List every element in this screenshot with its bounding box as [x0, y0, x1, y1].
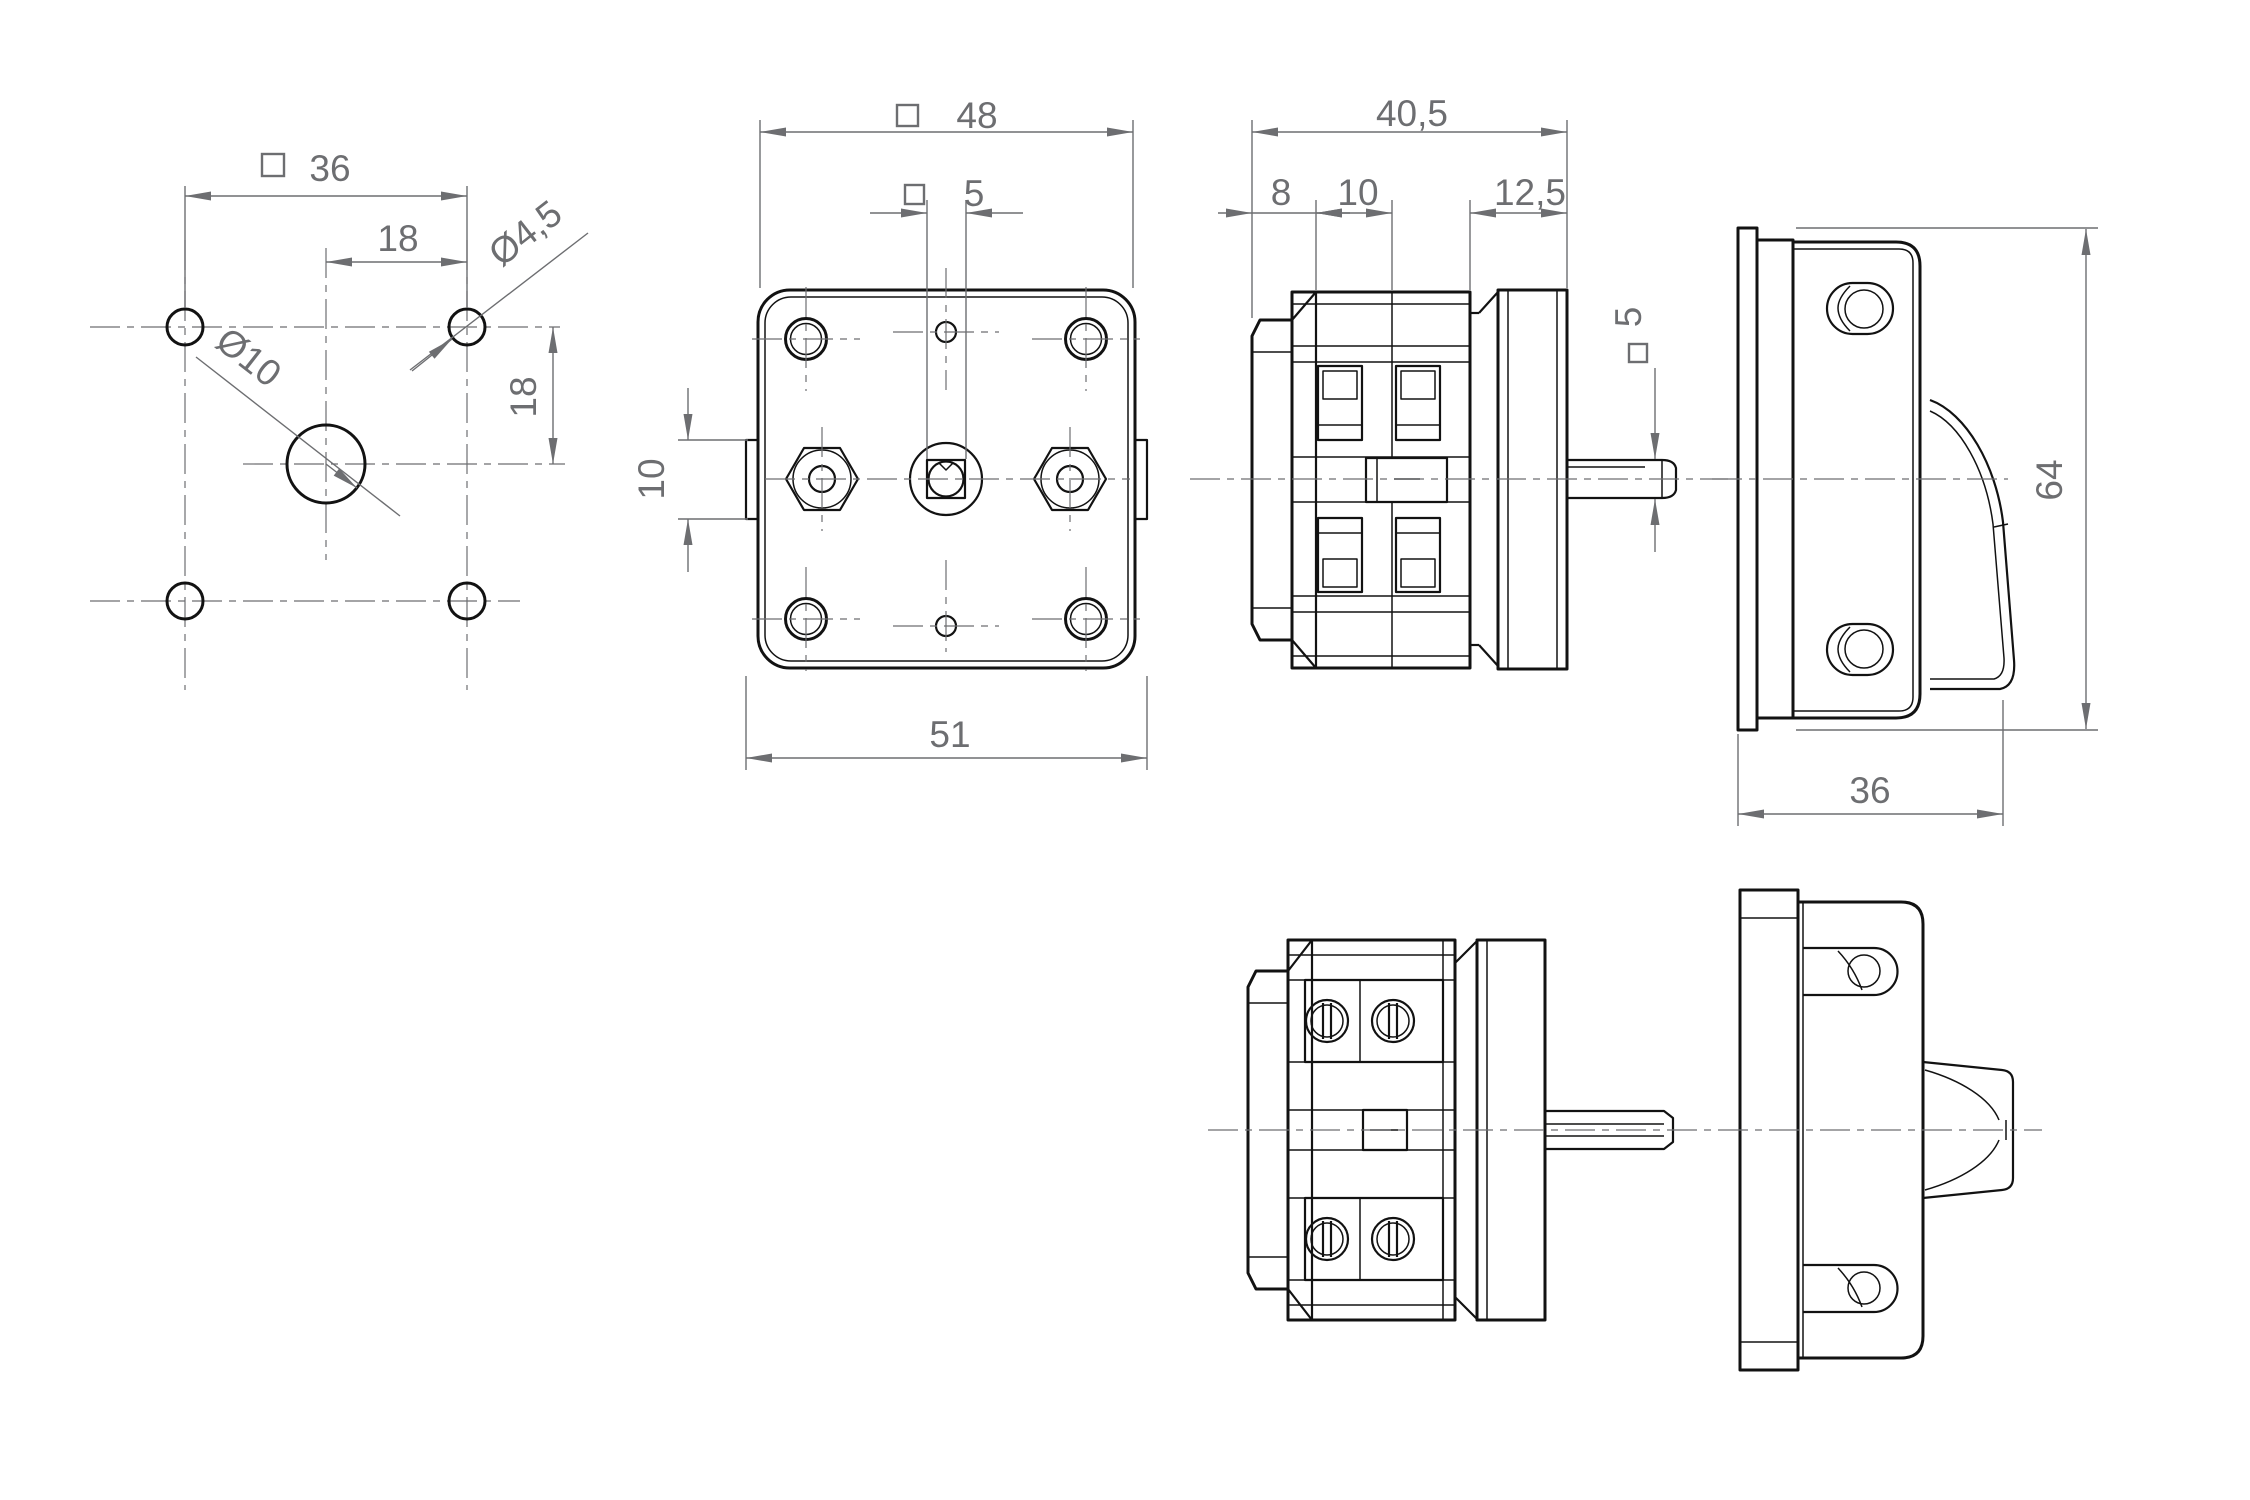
leader-center-hole-dia: Ø10	[195, 319, 401, 517]
panel-slot-top	[1825, 281, 1895, 336]
dim-square-36: 36	[184, 148, 468, 308]
side-housing-bands	[1292, 303, 1470, 657]
square-symbol	[903, 183, 926, 206]
square-symbol	[1627, 342, 1649, 364]
dim-51: 51	[745, 676, 1148, 770]
svg-text:10: 10	[1337, 172, 1378, 213]
dim-18-horizontal: 18	[326, 218, 467, 267]
dim-40-5: 40,5	[1251, 93, 1568, 318]
side-rear-cap	[1250, 318, 1294, 642]
svg-text:64: 64	[2029, 459, 2070, 500]
dim-36: 36	[1737, 700, 2004, 826]
svg-text:18: 18	[377, 218, 418, 259]
svg-text:5: 5	[964, 173, 985, 214]
handle-lever	[1929, 398, 2016, 691]
panel-body-inner-edge	[1793, 248, 1914, 712]
svg-text:48: 48	[956, 95, 997, 136]
view-drill-plan: 36 18 18 Ø4,5 Ø10	[90, 148, 589, 690]
svg-text:36: 36	[309, 148, 350, 189]
corner-hole	[165, 307, 205, 347]
dim-tab-10: 10	[631, 388, 748, 572]
assembly-slot-top	[1803, 946, 1899, 997]
corner-hole	[447, 307, 487, 347]
svg-text:Ø4,5: Ø4,5	[481, 192, 569, 274]
view-side: 40,5 8 10 12,5 5	[1190, 93, 1728, 671]
dim-square-5: 5	[870, 173, 1023, 459]
side-housing	[1290, 290, 1472, 670]
svg-text:Ø10: Ø10	[209, 319, 289, 394]
assembly-slot-bottom	[1803, 1263, 1899, 1314]
corner-hole	[165, 581, 205, 621]
svg-text:51: 51	[929, 714, 970, 755]
svg-text:40,5: 40,5	[1376, 93, 1448, 134]
dim-12-5: 12,5	[1469, 172, 1567, 290]
dim-18-vertical: 18	[503, 327, 558, 464]
corner-hole	[447, 581, 487, 621]
dim-shaft-square-5: 5	[1608, 307, 1660, 552]
panel-body	[1793, 240, 1922, 720]
view-front: 48 5 10 51	[631, 95, 1149, 770]
front-corner-holes	[752, 287, 1140, 671]
center-hole	[285, 423, 367, 505]
square-symbol	[260, 152, 286, 178]
front-left-tab	[744, 438, 760, 521]
svg-text:5: 5	[1608, 307, 1649, 328]
panel-slot-bottom	[1825, 622, 1895, 677]
view-panel-handle: 64 36	[1712, 226, 2098, 826]
square-symbol	[895, 103, 920, 128]
dim-10: 10	[1316, 172, 1393, 290]
dim-64: 64	[1796, 227, 2098, 731]
side-terminal-windows	[1316, 364, 1442, 594]
svg-text:10: 10	[631, 458, 672, 499]
front-pilot-holes	[893, 268, 999, 652]
svg-text:12,5: 12,5	[1494, 172, 1566, 213]
assembly-terminal-screws-bottom	[1303, 1196, 1445, 1282]
svg-text:18: 18	[503, 376, 544, 417]
dim-8: 8	[1218, 172, 1350, 290]
leader-corner-hole-dia: Ø4,5	[409, 192, 589, 372]
svg-text:36: 36	[1849, 770, 1890, 811]
front-right-tab	[1133, 438, 1149, 521]
assembly-terminal-screws-top	[1303, 978, 1445, 1064]
svg-text:8: 8	[1271, 172, 1292, 213]
dim-square-48: 48	[759, 95, 1134, 288]
side-shaft-coupler	[1364, 456, 1449, 504]
view-assembly-top	[1208, 888, 2042, 1372]
